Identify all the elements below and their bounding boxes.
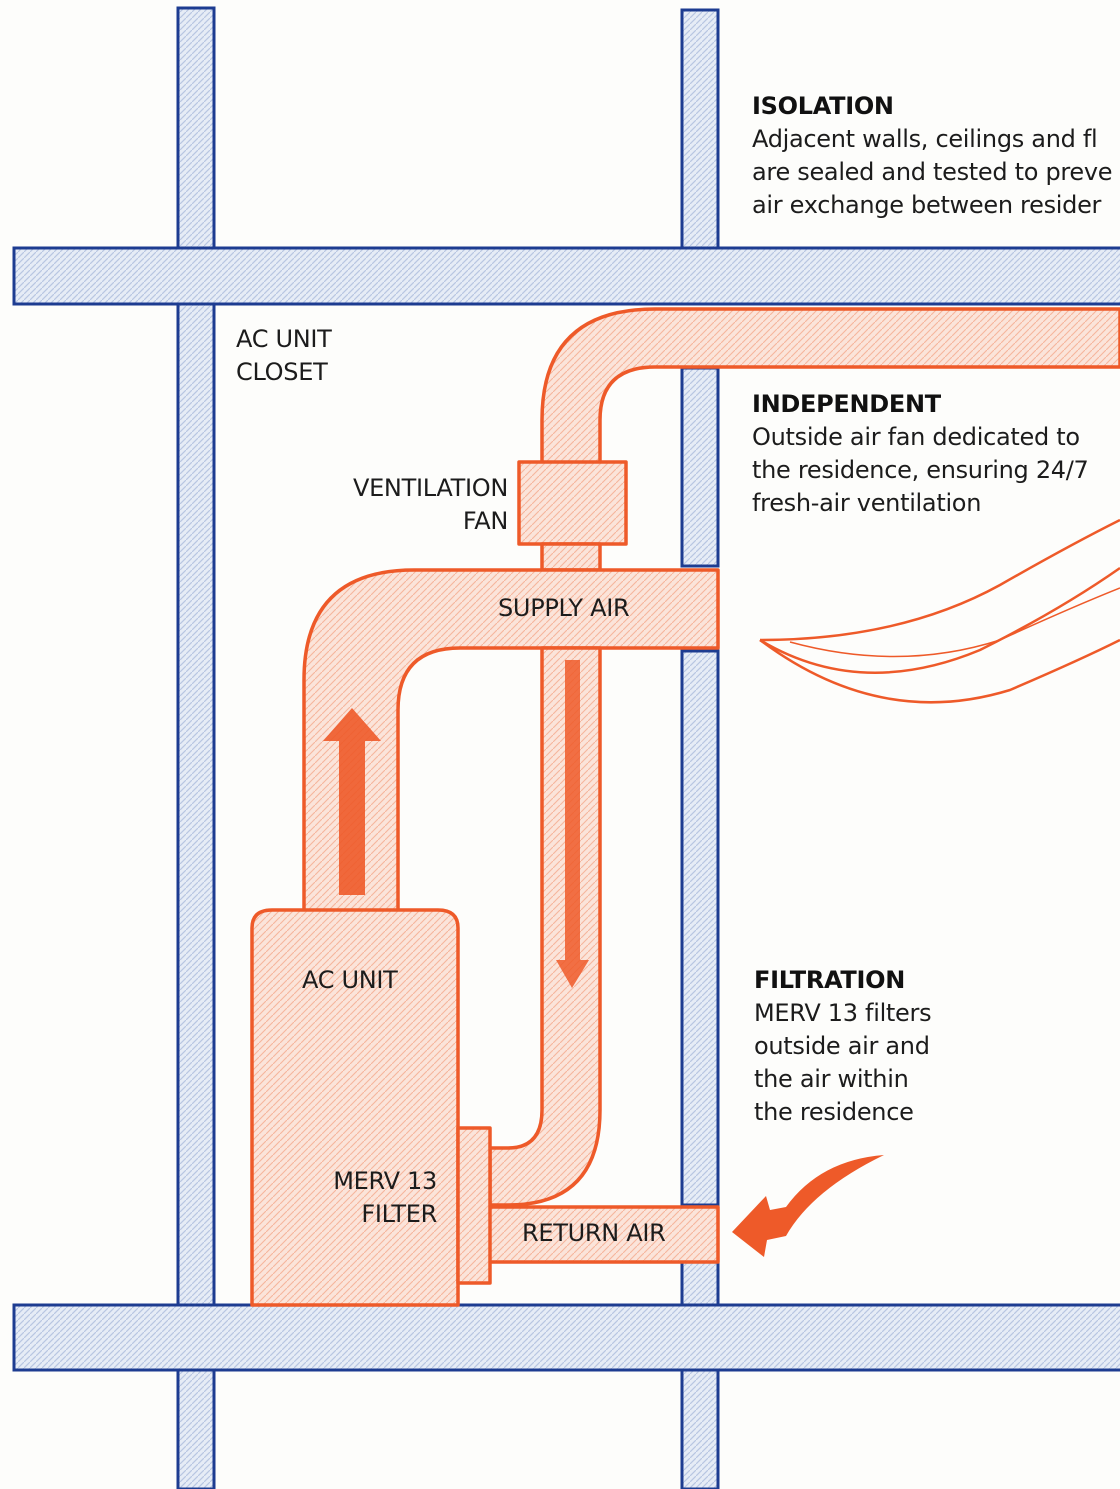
ventilation-fan-label: VENTILATION FAN [352, 474, 508, 535]
ventilation-fan-box [517, 460, 628, 546]
floor-slab [12, 1303, 1120, 1372]
right-stud-bottom [680, 1260, 720, 1489]
supply-air-label: SUPPLY AIR [498, 594, 630, 622]
isolation-body: Adjacent walls, ceilings and fl are seal… [752, 125, 1113, 219]
supply-up-arrow-icon [323, 708, 381, 895]
return-air-label: RETURN AIR [522, 1219, 666, 1247]
airflow-arrows [323, 660, 884, 1257]
return-drop-duct [488, 646, 602, 1207]
independent-body: Outside air fan dedicated to the residen… [752, 423, 1089, 517]
wall-structure [12, 6, 1120, 1489]
filtration-title: FILTRATION [754, 966, 905, 994]
outside-air-duct [540, 307, 1120, 465]
merv-filter-slot [456, 1126, 492, 1285]
independent-title: INDEPENDENT [752, 390, 941, 418]
isolation-title: ISOLATION [752, 92, 894, 120]
filtration-body: MERV 13 filters outside air and the air … [754, 999, 932, 1126]
left-stud [176, 6, 216, 1489]
ac-unit-closet-label: AC UNIT CLOSET [236, 325, 332, 386]
ceiling-slab [12, 246, 1120, 306]
supply-air-duct [302, 568, 720, 914]
right-stud-mid [680, 366, 720, 568]
merv-filter-label: MERV 13 FILTER [333, 1167, 437, 1228]
right-stud-lower [680, 649, 720, 1207]
ac-unit-label: AC UNIT [302, 966, 398, 994]
return-air-duct [486, 1205, 720, 1264]
return-down-arrow-icon [556, 660, 589, 988]
ac-unit-cabinet [250, 908, 460, 1307]
fan-connector [540, 542, 602, 572]
isolation-panel: ISOLATION Adjacent walls, ceilings and f… [752, 90, 1113, 222]
independent-panel: INDEPENDENT Outside air fan dedicated to… [752, 388, 1089, 520]
outside-air-streams [759, 518, 1120, 704]
return-air-inflow-arrow-icon [732, 1155, 884, 1257]
filtration-panel: FILTRATION MERV 13 filters outside air a… [754, 964, 932, 1129]
right-stud-upper [680, 8, 720, 252]
